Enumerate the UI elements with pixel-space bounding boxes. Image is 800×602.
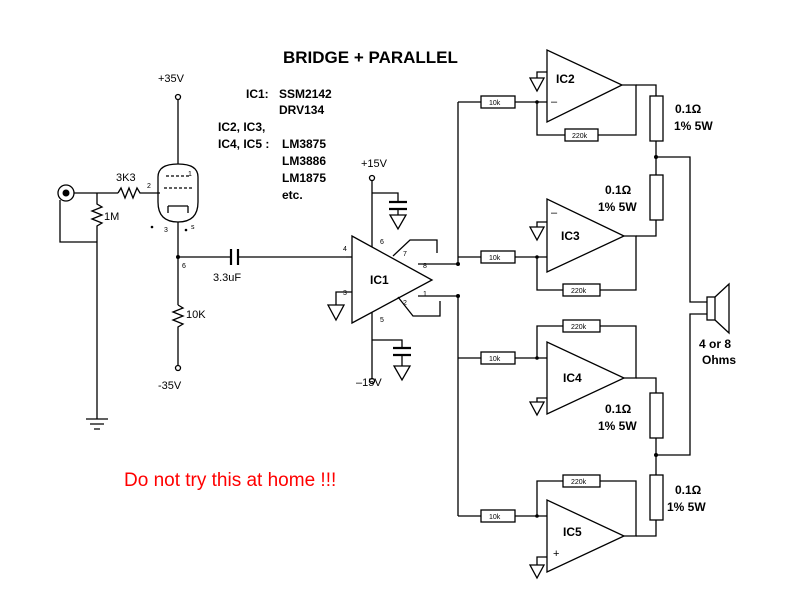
output-resistor-2: [649, 174, 664, 221]
ic5-input-resistor: [480, 509, 516, 523]
ic4-triangle: [546, 340, 626, 416]
vacuum-tube: [157, 163, 199, 223]
output-res-4-value: 0.1Ω: [675, 483, 702, 497]
others-note-part-1: LM3875: [282, 137, 326, 151]
grid-resistor: [117, 186, 160, 200]
ic1-pin-8: 8: [423, 263, 427, 270]
ic3-label: IC3: [561, 229, 580, 243]
ic1-pin-1: 1: [423, 291, 427, 298]
ic3-minus-sign: –: [551, 207, 558, 219]
cathode-resistor: [171, 304, 185, 365]
ic4-label: IC4: [563, 371, 582, 385]
output-res-3-value: 0.1Ω: [605, 402, 632, 416]
output-res-2-spec: 1% 5W: [598, 200, 637, 214]
tube-supply-pos-label: +35V: [158, 73, 185, 85]
ic5-label: IC5: [563, 525, 582, 539]
supply-pos-terminal: [174, 93, 182, 101]
ic3-triangle: [546, 197, 626, 274]
ic3-feedback-resistor: [562, 283, 601, 297]
ic1-note-part-2: DRV134: [279, 103, 324, 117]
input-resistor-label: 1M: [104, 211, 119, 223]
diagram-title: BRIDGE + PARALLEL: [283, 48, 458, 67]
ic4-feedback-res-label: 220k: [571, 324, 587, 331]
warning-text: Do not try this at home !!!: [124, 470, 336, 491]
ic3-input-res-label: 10k: [489, 255, 501, 262]
ic2-label: IC2: [556, 72, 575, 86]
output-res-4-spec: 1% 5W: [667, 500, 706, 514]
tube-pin-grid: 2: [147, 183, 151, 190]
tube-supply-neg-label: -35V: [158, 380, 182, 392]
ic5-feedback-res-label: 220k: [571, 479, 587, 486]
output-res-1-spec: 1% 5W: [674, 119, 713, 133]
ic-notes: IC1: SSM2142 DRV134 IC2, IC3, IC4, IC5 :…: [218, 87, 332, 202]
ic5-input-res-label: 10k: [489, 514, 501, 521]
ground-symbol: [86, 418, 108, 430]
coupling-cap-label: 3.3uF: [213, 272, 241, 284]
ic1-pin-5: 5: [380, 317, 384, 324]
ic4-input-resistor: [480, 351, 516, 365]
output-resistor-3: [649, 392, 664, 439]
ic2-feedback-res-label: 220k: [572, 133, 588, 140]
ic1-supply-neg-label: –15V: [356, 377, 382, 389]
ic1-label: IC1: [370, 273, 389, 287]
ic2-input-resistor: [480, 95, 516, 109]
coupling-capacitor: [229, 249, 240, 265]
ic1-pin-2: 2: [403, 300, 407, 307]
ic1-pin-4: 4: [343, 246, 347, 253]
ic2-input-res-label: 10k: [489, 100, 501, 107]
tube-pin-cathode: 6: [182, 263, 186, 270]
ic1-supply-pos-label: +15V: [361, 158, 388, 170]
tube-pin-s: s: [191, 224, 195, 231]
output-res-3-spec: 1% 5W: [598, 419, 637, 433]
ic5-triangle: [546, 498, 626, 574]
ic1-pin-6: 6: [380, 239, 384, 246]
ic5-plus-sign: +: [553, 548, 559, 560]
input-resistor: [90, 193, 104, 419]
speaker-impedance-line2: Ohms: [702, 353, 736, 367]
others-note-label-1: IC2, IC3,: [218, 120, 265, 134]
ic1-pin-7: 7: [403, 251, 407, 258]
ic1-pin-3: 3: [343, 290, 347, 297]
ic3-feedback-res-label: 220k: [571, 288, 587, 295]
others-note-part-2: LM3886: [282, 154, 326, 168]
ic4-input-res-label: 10k: [489, 356, 501, 363]
ic3-input-resistor: [480, 250, 516, 264]
output-resistor-1: [649, 95, 664, 142]
speaker-impedance-line1: 4 or 8: [699, 337, 731, 351]
others-note-part-3: LM1875: [282, 171, 326, 185]
supply-neg-terminal: [174, 364, 182, 372]
ic4-feedback-resistor: [562, 319, 601, 333]
output-resistor-4: [649, 474, 664, 521]
ic2-minus-sign: –: [551, 96, 558, 108]
output-res-1-value: 0.1Ω: [675, 102, 702, 116]
ic2-feedback-resistor: [564, 128, 599, 142]
ic2-triangle: [546, 48, 624, 124]
cathode-resistor-label: 10K: [186, 309, 206, 321]
others-note-label-2: IC4, IC5 :: [218, 137, 269, 151]
tube-pin-plate: 1: [188, 171, 192, 178]
ic1-note-part-1: SSM2142: [279, 87, 332, 101]
grid-resistor-label: 3K3: [116, 172, 136, 184]
others-note-part-4: etc.: [282, 188, 303, 202]
ic1-triangle: [351, 234, 434, 325]
ic1-note-label: IC1:: [246, 87, 269, 101]
output-res-2-value: 0.1Ω: [605, 183, 632, 197]
tube-pin-heater: 3: [164, 227, 168, 234]
speaker-icon: [706, 282, 730, 335]
ic5-feedback-resistor: [562, 474, 601, 488]
input-jack: [57, 184, 75, 202]
